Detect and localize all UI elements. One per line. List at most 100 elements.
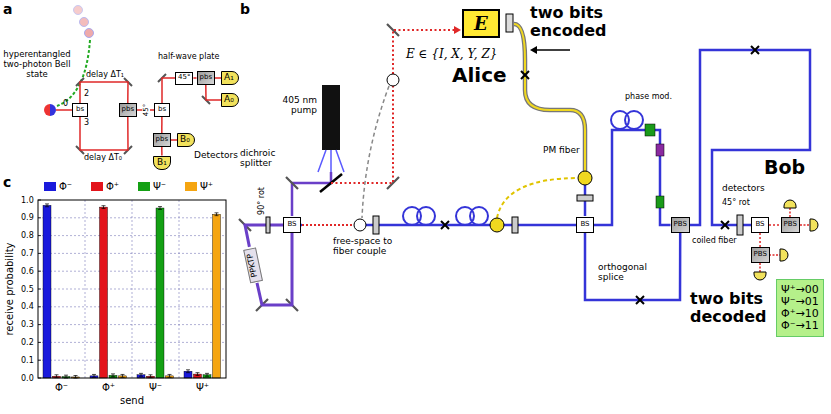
node-text: E: [474, 13, 488, 34]
error-bar: [158, 207, 162, 210]
optics-part: [656, 196, 664, 208]
beam-splitter: BS: [283, 217, 301, 233]
beam-path: [162, 78, 175, 103]
annotation: detectors: [722, 183, 765, 193]
optics-part: [302, 223, 354, 227]
optics-part: [534, 49, 570, 51]
optics-part: [44, 104, 50, 116]
beam-path: [690, 50, 810, 225]
beam-path: [594, 130, 671, 225]
grid-line: [132, 200, 133, 378]
tick-label: Φ⁻: [55, 382, 68, 394]
tick-label: Ψ⁺: [196, 382, 209, 394]
error-bar: [149, 375, 153, 378]
annotation: dichroic splitter: [240, 148, 300, 169]
legend-swatch: [138, 182, 150, 191]
polarizing-beam-splitter: pbs: [153, 133, 172, 147]
panel-a-optics: [44, 6, 210, 155]
legend-item: Φ⁻: [44, 181, 72, 192]
polarizing-beam-splitter: PBS: [781, 217, 800, 233]
tick-label: Φ⁺: [102, 382, 115, 394]
annotation: two bits encoded: [530, 4, 612, 41]
beam-splitter: bs: [154, 103, 170, 117]
optics-part: [530, 46, 537, 54]
optics-part: [490, 218, 504, 232]
beam-splitter: BS: [576, 217, 594, 233]
node-text: B₁: [157, 158, 167, 168]
annotation: 45°: [142, 103, 150, 117]
tick-label: 0.4: [21, 302, 34, 311]
optics-part: [506, 14, 513, 32]
node-text: 45°: [178, 74, 190, 82]
error-bar: [111, 374, 115, 377]
error-bar: [121, 374, 125, 377]
axis-title: send: [120, 395, 144, 407]
optics-part: [56, 109, 72, 111]
node-text: PBS: [674, 221, 687, 229]
legend-item: Ψ⁺: [185, 181, 213, 192]
annotation: phase mod.: [625, 92, 672, 101]
grid-line: [38, 306, 226, 307]
tick-label: 0.6: [21, 267, 34, 276]
annotation: free-space to fiber couple: [333, 236, 413, 257]
panel-b-optics: [239, 14, 585, 311]
decode-table: Ψ⁺→00Ψ⁻→01Φ⁺→10Φ⁻→11: [776, 279, 824, 337]
annotation: 90° rot: [257, 187, 266, 215]
beam-splitter: BS: [751, 217, 769, 233]
node-text: Φ⁻→11: [781, 320, 819, 332]
node-text: Φ⁺→10: [781, 308, 819, 320]
optics-part: [302, 224, 354, 226]
optics-part: [514, 24, 585, 171]
optics-part: [74, 6, 83, 15]
node-text: BS: [755, 221, 764, 229]
annotation: orthogonal splice: [598, 262, 658, 283]
bar: [213, 214, 221, 378]
legend-swatch: [185, 182, 197, 191]
optics-part: [577, 195, 593, 201]
optics-part: [50, 104, 56, 116]
legend-text: Φ⁺: [106, 181, 119, 192]
polarizing-beam-splitter: PBS: [751, 247, 770, 263]
error-bar: [102, 206, 106, 209]
plot-frame: [38, 200, 226, 378]
annotation: hyperentangled two-photon Bell state: [1, 50, 73, 79]
panel-letter: b: [240, 1, 250, 17]
beam-path: [161, 147, 163, 156]
optics-part: [354, 219, 366, 231]
tick-label: 0.5: [21, 285, 34, 294]
node-text: A₁: [224, 73, 234, 83]
node-text: Ψ⁺→00: [781, 284, 819, 296]
tick-label: 0.7: [21, 249, 34, 258]
annotation: 3: [84, 118, 89, 127]
node-text: BS: [580, 221, 589, 229]
polarizing-beam-splitter: pbs: [197, 71, 216, 85]
tick-label: 0.1: [21, 356, 34, 365]
tick-label: 0.2: [21, 338, 34, 347]
annotation: two bits decoded: [690, 290, 768, 327]
tick-label: Ψ⁻: [149, 382, 162, 394]
optics-part: [76, 74, 210, 154]
error-bar: [45, 204, 49, 207]
beam-path: [245, 225, 283, 247]
node-text: bs: [76, 106, 84, 114]
beam-splitter: bs: [72, 103, 88, 117]
annotation: coiled fiber: [692, 236, 737, 245]
optics-part: [362, 86, 389, 218]
optics-part: [373, 216, 379, 234]
annotation: delay ΔT₁: [86, 70, 124, 79]
annotation: 405 nm pump: [262, 95, 317, 116]
error-bar: [55, 375, 59, 378]
optics-part: [417, 207, 435, 225]
annotation: half-wave plate: [158, 52, 219, 61]
optics-part: [318, 150, 344, 174]
error-bar: [139, 373, 143, 376]
tick-label: 1.0: [21, 196, 34, 205]
detector: A₁: [221, 71, 239, 85]
grid-line: [85, 200, 86, 378]
optics-part: [239, 24, 399, 311]
beam-path: [301, 224, 576, 227]
legend-text: Φ⁻: [59, 181, 72, 192]
error-bar: [186, 370, 190, 373]
node-text: bs: [158, 106, 166, 114]
